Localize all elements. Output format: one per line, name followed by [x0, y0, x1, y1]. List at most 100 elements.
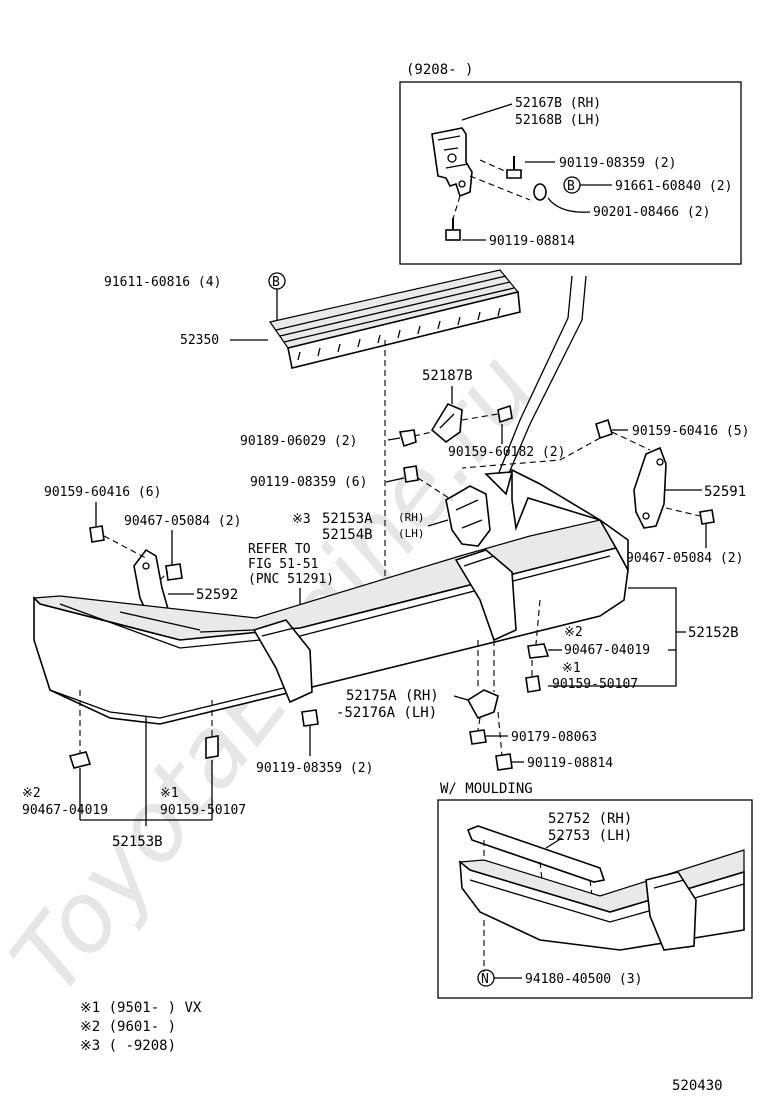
- bracket-52591-group: 90159-60416 (5) 52591 90467-05084 (2): [461, 418, 749, 566]
- label-90467-04019-right: 90467-04019: [564, 643, 650, 658]
- label-91661: 91661-60840 (2): [615, 179, 732, 194]
- label-90119-08359-2b: 90119-08359 (2): [256, 761, 373, 776]
- bracket-52153a: [445, 485, 491, 547]
- bolt-90119-08359-6: [403, 465, 419, 483]
- label-90119-08814: 90119-08814: [489, 234, 575, 249]
- reinforcement-52350: 91611-60816 (4) B 52350: [104, 269, 521, 612]
- step-pad-detail: [261, 627, 295, 637]
- bracket-detail: [455, 499, 483, 529]
- leader: [387, 437, 401, 441]
- label-90119-08814-b: 90119-08814: [527, 756, 613, 771]
- label-91611: 91611-60816 (4): [104, 275, 221, 290]
- inset-bottom-title: W/ MOULDING: [440, 781, 533, 797]
- label-52154b: 52154B: [322, 527, 373, 543]
- beam-slots: [297, 307, 501, 361]
- moulding-52752: [466, 825, 606, 883]
- assembly-guide: [531, 599, 541, 676]
- bracket-line: [548, 587, 677, 687]
- label-52592: 52592: [196, 587, 238, 603]
- hole: [142, 562, 150, 570]
- inset-bumper-groove: [469, 879, 745, 923]
- bolt-90159-60416-6: [89, 525, 105, 543]
- label-90119-08359-6: 90119-08359 (6): [250, 475, 367, 490]
- leader: [385, 477, 405, 483]
- label-lh: (LH): [398, 527, 425, 540]
- hole: [642, 512, 650, 520]
- label-90159-60416-5: 90159-60416 (5): [632, 424, 749, 439]
- label-52350: 52350: [180, 333, 219, 348]
- assembly-guide: [103, 535, 169, 581]
- bolt-90119-08814-b: [495, 753, 513, 771]
- refer-line-1: REFER TO: [248, 542, 311, 557]
- footnote-1: ※1 (9501- ) VX: [80, 1000, 202, 1016]
- bolt-90159-50107-l: [205, 735, 219, 759]
- assembly-guide: [413, 413, 499, 437]
- label-90159-50107-left: 90159-50107: [160, 803, 246, 818]
- label-52152b-group: 52152B ※2 90467-04019 ※1 90159-50107: [525, 587, 739, 693]
- bracket-52153a-group: 90119-08359 (6) ※3 52153A (RH) 52154B (L…: [250, 465, 491, 547]
- bumper-groove: [119, 611, 201, 631]
- refer-note: REFER TO FIG 51-51 (PNC 51291): [248, 542, 334, 606]
- label-90159-60416-6: 90159-60416 (6): [44, 485, 161, 500]
- nut-90467-04019-l: [68, 751, 92, 769]
- footnote-2: ※2 (9601- ): [80, 1019, 176, 1035]
- label-52167b: 52167B (RH): [515, 96, 601, 111]
- bolt-90159-60182: [497, 404, 513, 424]
- nut-90467-04019-r: [527, 643, 550, 659]
- bolt-90159-50107-r: [525, 675, 541, 693]
- bumper-groove: [59, 555, 611, 649]
- bolt-90119-08359-2b: [301, 709, 319, 727]
- footnotes: ※1 (9501- ) VX ※2 (9601- ) ※3 ( -9208): [80, 1000, 202, 1054]
- leader: [461, 103, 513, 121]
- assembly-guide: [451, 159, 531, 223]
- step-pad-detail: [463, 555, 495, 567]
- ref-1-right: ※1: [562, 661, 581, 676]
- leader: [453, 695, 469, 701]
- bumper-lower-fasteners: ※2 90467-04019 ※1 90159-50107 52153B: [22, 690, 246, 850]
- label-52153b: 52153B: [112, 834, 163, 850]
- bracket-52187b: [430, 402, 463, 444]
- inset-step-detail: [653, 879, 685, 889]
- ref-2-left: ※2: [22, 786, 41, 801]
- label-90467-05084-right: 90467-05084 (2): [626, 551, 743, 566]
- inset-callout-line: [505, 275, 587, 481]
- inset-callout-arrow: [484, 471, 514, 496]
- inset-step-pad: [645, 871, 697, 951]
- figure-number: 520430: [672, 1078, 723, 1094]
- hole: [447, 153, 457, 163]
- refer-line-2: FIG 51-51: [248, 557, 318, 572]
- ref-1-left: ※1: [160, 786, 179, 801]
- leader: [427, 519, 449, 527]
- bumper-end-right: [511, 468, 629, 571]
- footnote-3: ※3 ( -9208): [80, 1038, 176, 1054]
- assembly-guide: [461, 431, 701, 517]
- label-52187b: 52187B: [422, 368, 473, 384]
- bolt-90159-60416-5: [595, 418, 613, 440]
- bracket-detail: [439, 413, 455, 429]
- bracket-detail: [437, 135, 469, 169]
- leader: [545, 837, 563, 849]
- label-52591: 52591: [704, 484, 746, 500]
- inset-bottom: W/ MOULDING 52752 (RH) 52753 (LH) N 9418…: [437, 781, 753, 999]
- nut-90467-05084-l: [165, 563, 183, 581]
- label-90201: 90201-08466 (2): [593, 205, 710, 220]
- label-rh: (RH): [398, 511, 425, 524]
- inset-top: (9208- ) 52167B (RH) 52168B (LH) 90119-0…: [399, 62, 742, 265]
- inset-top-frame: [399, 81, 742, 265]
- assembly-guide: [79, 690, 213, 756]
- inset-bottom-frame: [437, 799, 753, 999]
- bracket-52591: [633, 446, 667, 529]
- beam-face: [287, 291, 521, 369]
- bolt-90119-08814: [445, 229, 461, 241]
- beam-ribs: [275, 275, 515, 343]
- label-52752: 52752 (RH): [548, 811, 632, 827]
- bumper-edge: [199, 629, 255, 633]
- label-90467-05084-left: 90467-05084 (2): [124, 514, 241, 529]
- bracket-52175a-group: 52175A (RH) -52176A (LH) 90179-08063 901…: [336, 640, 613, 771]
- label-94180: 94180-40500 (3): [525, 972, 642, 987]
- assembly-guide: [417, 477, 453, 501]
- label-90119-08359-2: 90119-08359 (2): [559, 156, 676, 171]
- ref-3: ※3: [292, 512, 311, 527]
